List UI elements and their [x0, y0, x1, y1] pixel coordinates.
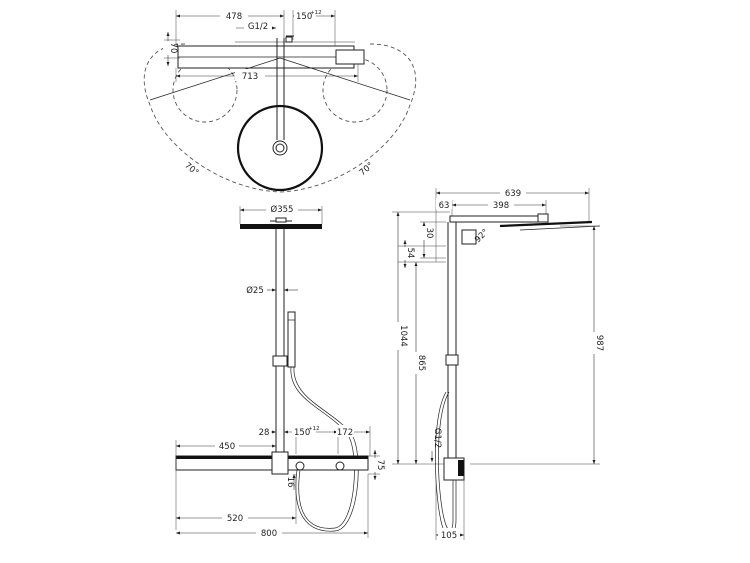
shower-hose: [290, 366, 355, 529]
dim-diameter-25: Ø25: [246, 285, 264, 296]
dim-150-bottom-tolerance: +12: [308, 426, 320, 432]
front-view: Ø355 Ø25 28 150 +: [175, 203, 385, 539]
dim-75: 75: [375, 460, 385, 471]
top-view: 478 150 +12 G1/2 70 713 70° 70°: [143, 9, 417, 193]
dim-172: 172: [337, 428, 353, 438]
dim-478: 478: [226, 12, 242, 22]
dim-28: 28: [259, 428, 270, 438]
dim-713: 713: [242, 72, 258, 82]
dim-30: 30: [424, 228, 434, 239]
dim-70: 70: [168, 43, 178, 54]
swing-arc-left: [143, 43, 281, 193]
dim-520: 520: [227, 514, 243, 524]
side-view: 639 63 398 92° 30 54: [392, 186, 604, 541]
dim-63: 63: [439, 201, 450, 211]
dim-865: 865: [416, 355, 426, 371]
dim-450: 450: [219, 442, 235, 452]
dim-150-bottom: 150: [294, 428, 310, 438]
showerhead-top-view: [236, 104, 324, 192]
dim-diameter-355: Ø355: [271, 204, 294, 215]
angle-70-right: 70°: [358, 161, 376, 178]
dim-800: 800: [261, 529, 277, 539]
dim-987: 987: [594, 335, 604, 351]
dim-1044: 1044: [398, 325, 408, 347]
dim-g12-side: G1/2: [432, 428, 442, 448]
dim-54: 54: [405, 248, 415, 259]
dim-639: 639: [505, 189, 521, 199]
dim-150-top-tolerance: +12: [310, 10, 322, 16]
showerhead-front: [240, 224, 322, 229]
dim-16: 16: [285, 477, 295, 488]
dim-105: 105: [441, 531, 457, 541]
showerhead-side: [499, 220, 593, 228]
side-arm: [449, 215, 547, 223]
dim-g12-top: G1/2: [248, 22, 268, 32]
dim-150-top: 150: [296, 12, 312, 22]
dim-398: 398: [493, 201, 509, 211]
hand-shower: [287, 311, 296, 368]
